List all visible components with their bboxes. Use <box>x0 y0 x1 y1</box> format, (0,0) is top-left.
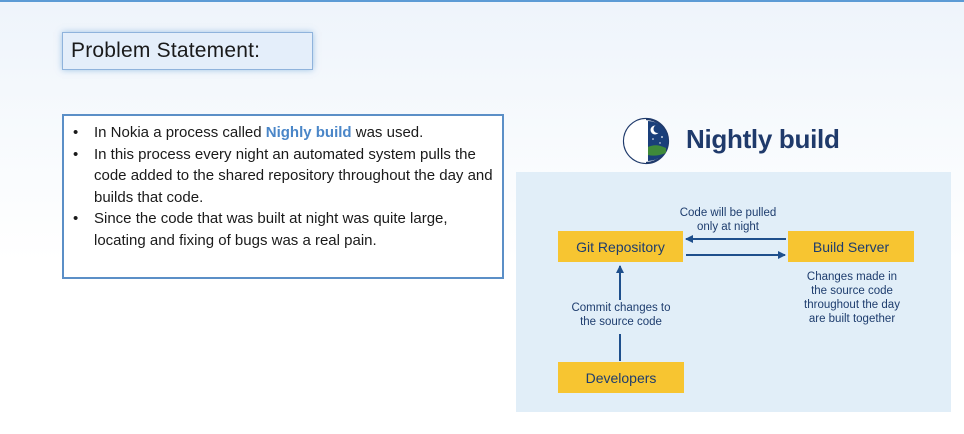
git-repository-node: Git Repository <box>558 231 683 262</box>
changes-label-line: Changes made in <box>806 271 898 283</box>
slide-title: Problem Statement: <box>71 39 261 62</box>
bullet-dot: • <box>73 145 79 163</box>
changes-label-line: are built together <box>808 313 896 325</box>
developers-node: Developers <box>558 362 684 393</box>
changes-label-line: throughout the day <box>804 299 900 311</box>
bullet-dot: • <box>73 124 79 141</box>
bullet-text: In Nokia a process called <box>94 124 266 141</box>
highlighted-term: Nighly build <box>265 124 352 141</box>
build-server-node: Build Server <box>788 231 914 262</box>
bullet-item: • In this process every night an automate… <box>70 144 494 209</box>
pull-at-night-label: Code will be pulled only at night <box>668 206 788 234</box>
bullet-item: • Since the code that was built at night … <box>70 208 494 251</box>
moon-night-icon <box>622 117 670 165</box>
commit-changes-label: Commit changes to the source code <box>558 301 684 329</box>
problem-statement-title-box: Problem Statement: <box>62 32 313 70</box>
bullet-dot: • <box>73 210 79 227</box>
bullet-item: •In Nokia a process called Nighly build … <box>70 122 494 144</box>
built-together-label: Changes made in the source code througho… <box>784 270 920 326</box>
top-rule <box>0 0 964 2</box>
changes-label-line: the source code <box>811 285 893 297</box>
pull-label-line: Code will be pulled <box>679 207 777 219</box>
nightly-build-heading: Nightly build <box>686 124 840 154</box>
commit-label-line: Commit changes to <box>571 302 671 314</box>
pull-label-line: only at night <box>696 221 759 233</box>
bullet-list-box: •In Nokia a process called Nighly build … <box>62 114 504 279</box>
bullet-text: In this process every night an automated… <box>94 145 493 206</box>
bullet-text: was used. <box>351 124 424 141</box>
bullet-text: Since the code that was built at night w… <box>94 210 448 249</box>
commit-label-line: the source code <box>580 316 662 328</box>
bullet-list: •In Nokia a process called Nighly build … <box>70 122 494 251</box>
